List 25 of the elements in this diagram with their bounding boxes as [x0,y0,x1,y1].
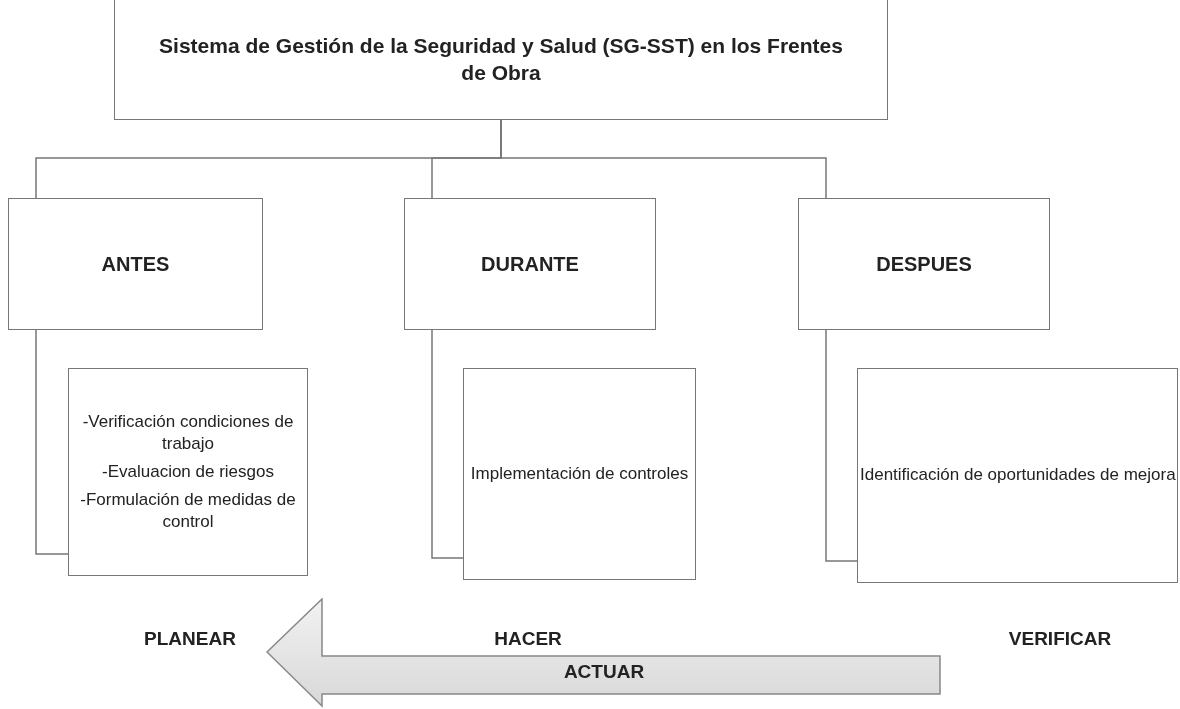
connector-line [825,329,858,562]
phase-label: VERIFICAR [1008,628,1112,650]
phase-label: PLANEAR [144,628,236,650]
phase-box [404,198,656,330]
phase-label: HACER [494,628,562,650]
box-text: -Verificación condiciones de trabajo [81,410,295,455]
phase-box [8,198,263,330]
title-box [114,0,888,120]
activity-box [463,368,696,580]
connector-line [35,329,69,555]
connector-line [500,119,827,199]
arrow-label: ACTUAR [563,660,645,684]
box-text: Identificación de oportunidades de mejora [860,464,1176,487]
box-text: Implementación de controles [470,462,689,485]
box-text: ANTES [101,252,170,277]
connector-line [431,329,464,559]
box-text: DURANTE [481,252,579,277]
box-text: DESPUES [876,252,972,277]
box-text: -Evaluacion de riesgos [102,460,274,483]
box-text: -Formulación de medidas de control [79,489,297,534]
block-arrow [266,598,942,708]
phase-box [798,198,1050,330]
activity-box [68,368,308,576]
activity-box [857,368,1178,583]
box-text: Sistema de Gestión de la Seguridad y Salud (SG-SST) en los Frentes de Obra [158,32,844,86]
